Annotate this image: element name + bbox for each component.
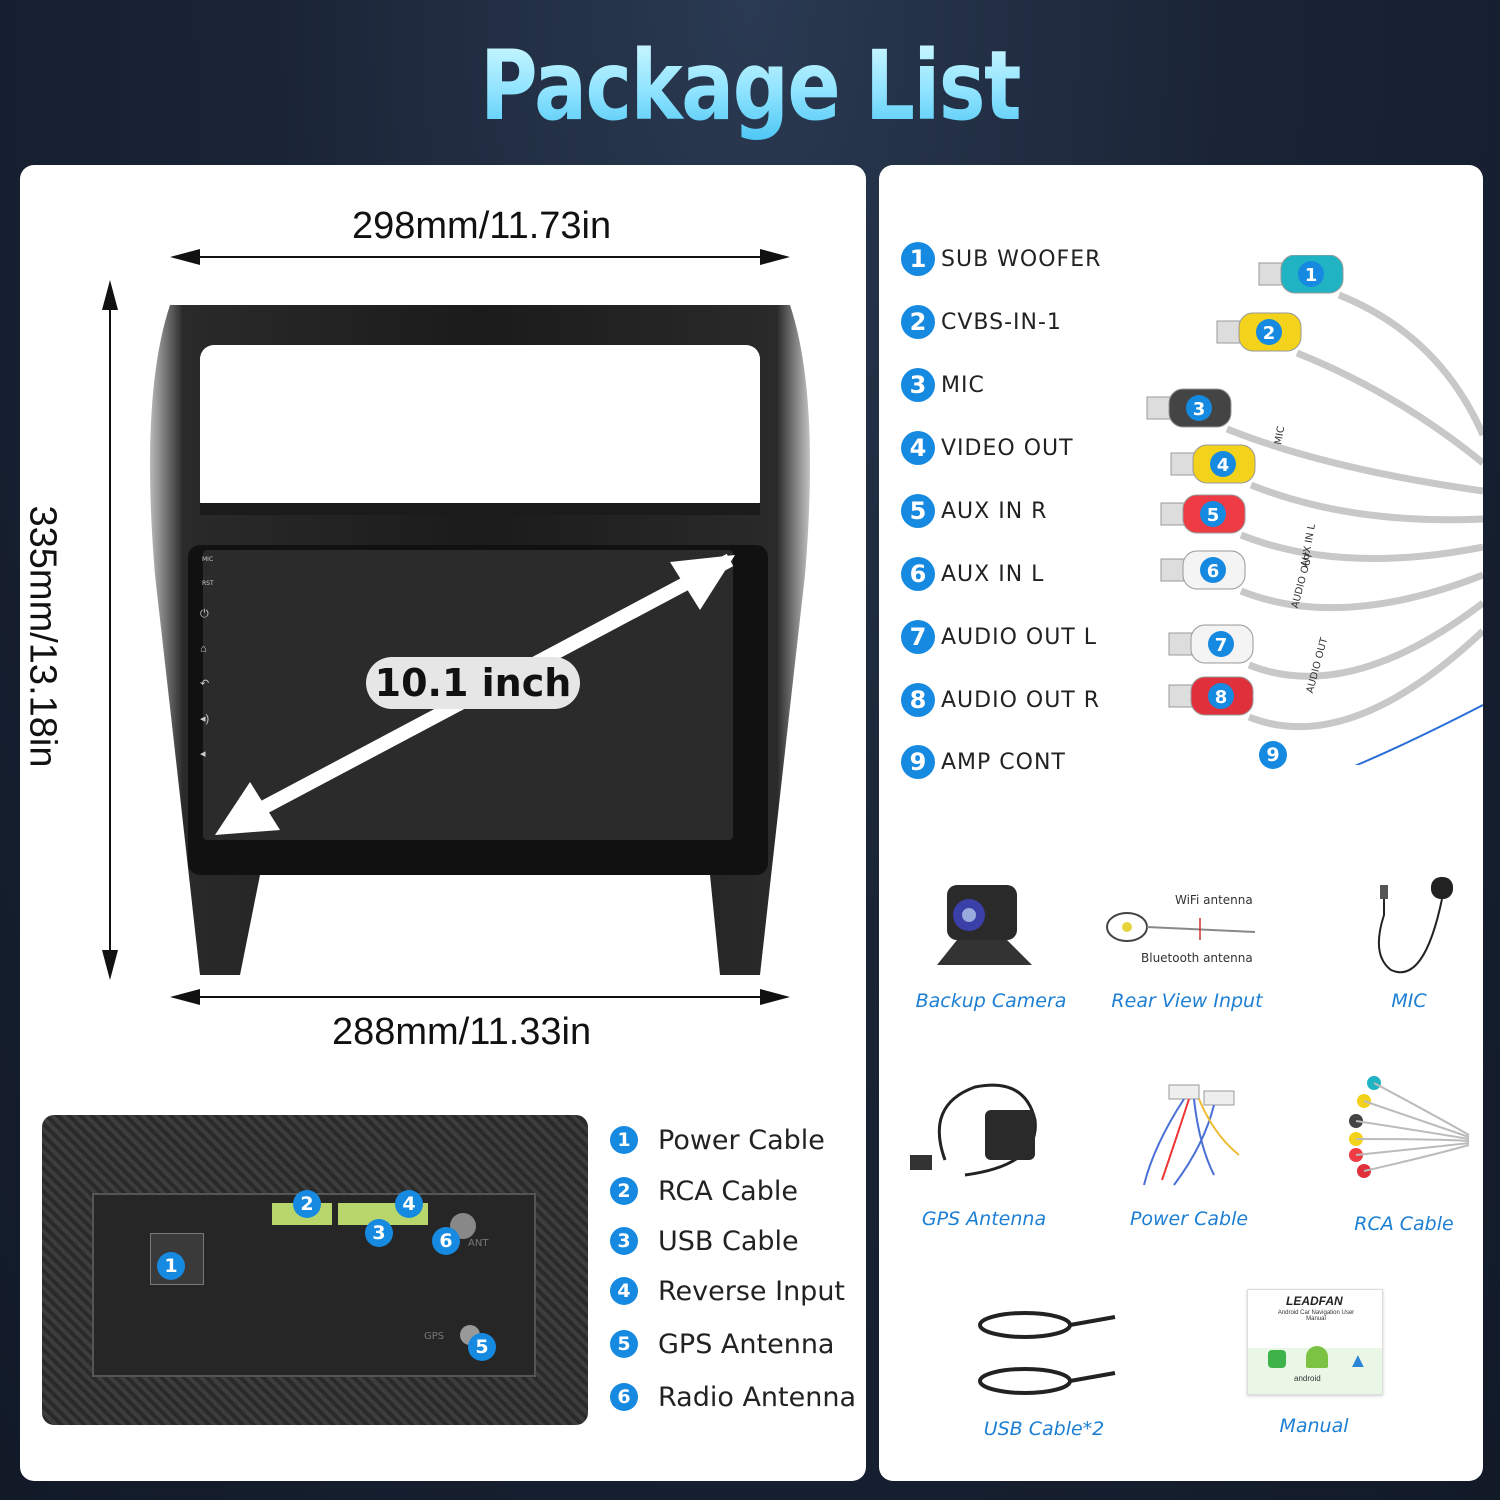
rear-view-input-label: Rear View Input (1111, 990, 1263, 1012)
backup-camera-image (937, 885, 1032, 965)
back-marker-1: 1 (157, 1252, 185, 1280)
volume-down-icon: ◂ (200, 748, 206, 760)
dimensions-panel: 298mm/11.73in 335mm/13.18in MIC RST ⏻ ⌂ … (20, 165, 866, 1481)
usb-cable-label: USB Cable*2 (983, 1418, 1105, 1440)
gps-port-label: GPS (424, 1331, 445, 1342)
back-icon: ↶ (200, 678, 210, 690)
home-icon: ⌂ (200, 643, 207, 655)
power-icon: ⏻ (200, 608, 209, 620)
rca-plug-3: 3 (1146, 388, 1483, 495)
mic-image (1377, 877, 1453, 974)
height-arrow (102, 280, 118, 980)
page-title: Package List (480, 30, 1022, 142)
bottom-width-label: 288mm/11.33in (332, 1011, 592, 1053)
bluetooth-antenna-label: Bluetooth antenna (1141, 951, 1253, 965)
back-marker-5: 5 (468, 1333, 496, 1361)
ant-port-label: ANT (468, 1238, 489, 1249)
svg-text:7: 7 (1215, 635, 1228, 656)
screen-size-badge: 10.1 inch (366, 657, 580, 709)
manual-image: LEADFAN Android Car Navigation User Manu… (1247, 1289, 1383, 1395)
volume-up-icon: ◂) (200, 713, 210, 725)
rca-plug-7: 7 (1168, 600, 1483, 680)
top-width-label: 298mm/11.73in (352, 205, 612, 247)
svg-text:8: 8 (1215, 687, 1228, 708)
svg-text:6: 6 (1207, 561, 1220, 582)
height-label: 335mm/13.18in (21, 505, 64, 768)
power-cable-image (1143, 1084, 1240, 1186)
rear-view-input-image (1106, 912, 1256, 942)
manual-label: Manual (1279, 1415, 1349, 1437)
back-marker-4: 4 (395, 1190, 423, 1218)
backup-camera-label: Backup Camera (915, 990, 1067, 1012)
wifi-antenna-label: WiFi antenna (1175, 893, 1253, 907)
svg-text:4: 4 (1217, 455, 1230, 476)
back-panel-image: ANT GPS 1 2 3 4 5 6 (42, 1115, 588, 1425)
rca-cable-image (1349, 1076, 1470, 1178)
back-marker-3: 3 (365, 1219, 393, 1247)
rca-plug-2: 2 (1216, 312, 1483, 466)
power-cable-label: Power Cable (1129, 1208, 1249, 1230)
rst-button-label: RST (202, 580, 214, 587)
bottom-width-arrow (170, 989, 790, 1005)
rca-cable-label: RCA Cable (1354, 1213, 1454, 1235)
mic-label: MIC (1391, 990, 1427, 1012)
rca-plug-8: 8 (1168, 628, 1483, 731)
svg-text:3: 3 (1193, 399, 1206, 420)
manual-subtitle: Android Car Navigation User Manual (1277, 1310, 1355, 1322)
gps-antenna-image (910, 1083, 1037, 1177)
back-marker-2: 2 (293, 1190, 321, 1218)
rca-plug-1: 1 (1258, 255, 1483, 437)
manual-brand: LEADFAN (1286, 1294, 1343, 1308)
rca-plug-6: 6 (1160, 550, 1483, 612)
manual-android-label: android (1294, 1374, 1321, 1383)
svg-text:2: 2 (1263, 323, 1276, 344)
usb-cable-image (978, 1311, 1116, 1395)
back-marker-6: 6 (432, 1227, 460, 1255)
top-width-arrow (170, 249, 790, 265)
carplay-icon (1268, 1350, 1286, 1368)
rca-plug-marker-9: 9 (1259, 741, 1287, 769)
android-icon (1306, 1346, 1328, 1368)
side-buttons: ⏻ ⌂ ↶ ◂) ◂ (200, 597, 209, 772)
rca-plug-4: 4 (1170, 444, 1483, 524)
svg-text:1: 1 (1305, 265, 1318, 286)
mic-button-label: MIC (202, 556, 214, 563)
android-auto-icon: ▲ (1348, 1350, 1368, 1372)
rca-cable-illustration: 1 2 3 4 5 6 7 8 (1146, 255, 1483, 765)
rca-plug-5: 5 (1160, 494, 1483, 562)
gps-antenna-label: GPS Antenna (921, 1208, 1047, 1230)
svg-text:5: 5 (1207, 505, 1220, 526)
